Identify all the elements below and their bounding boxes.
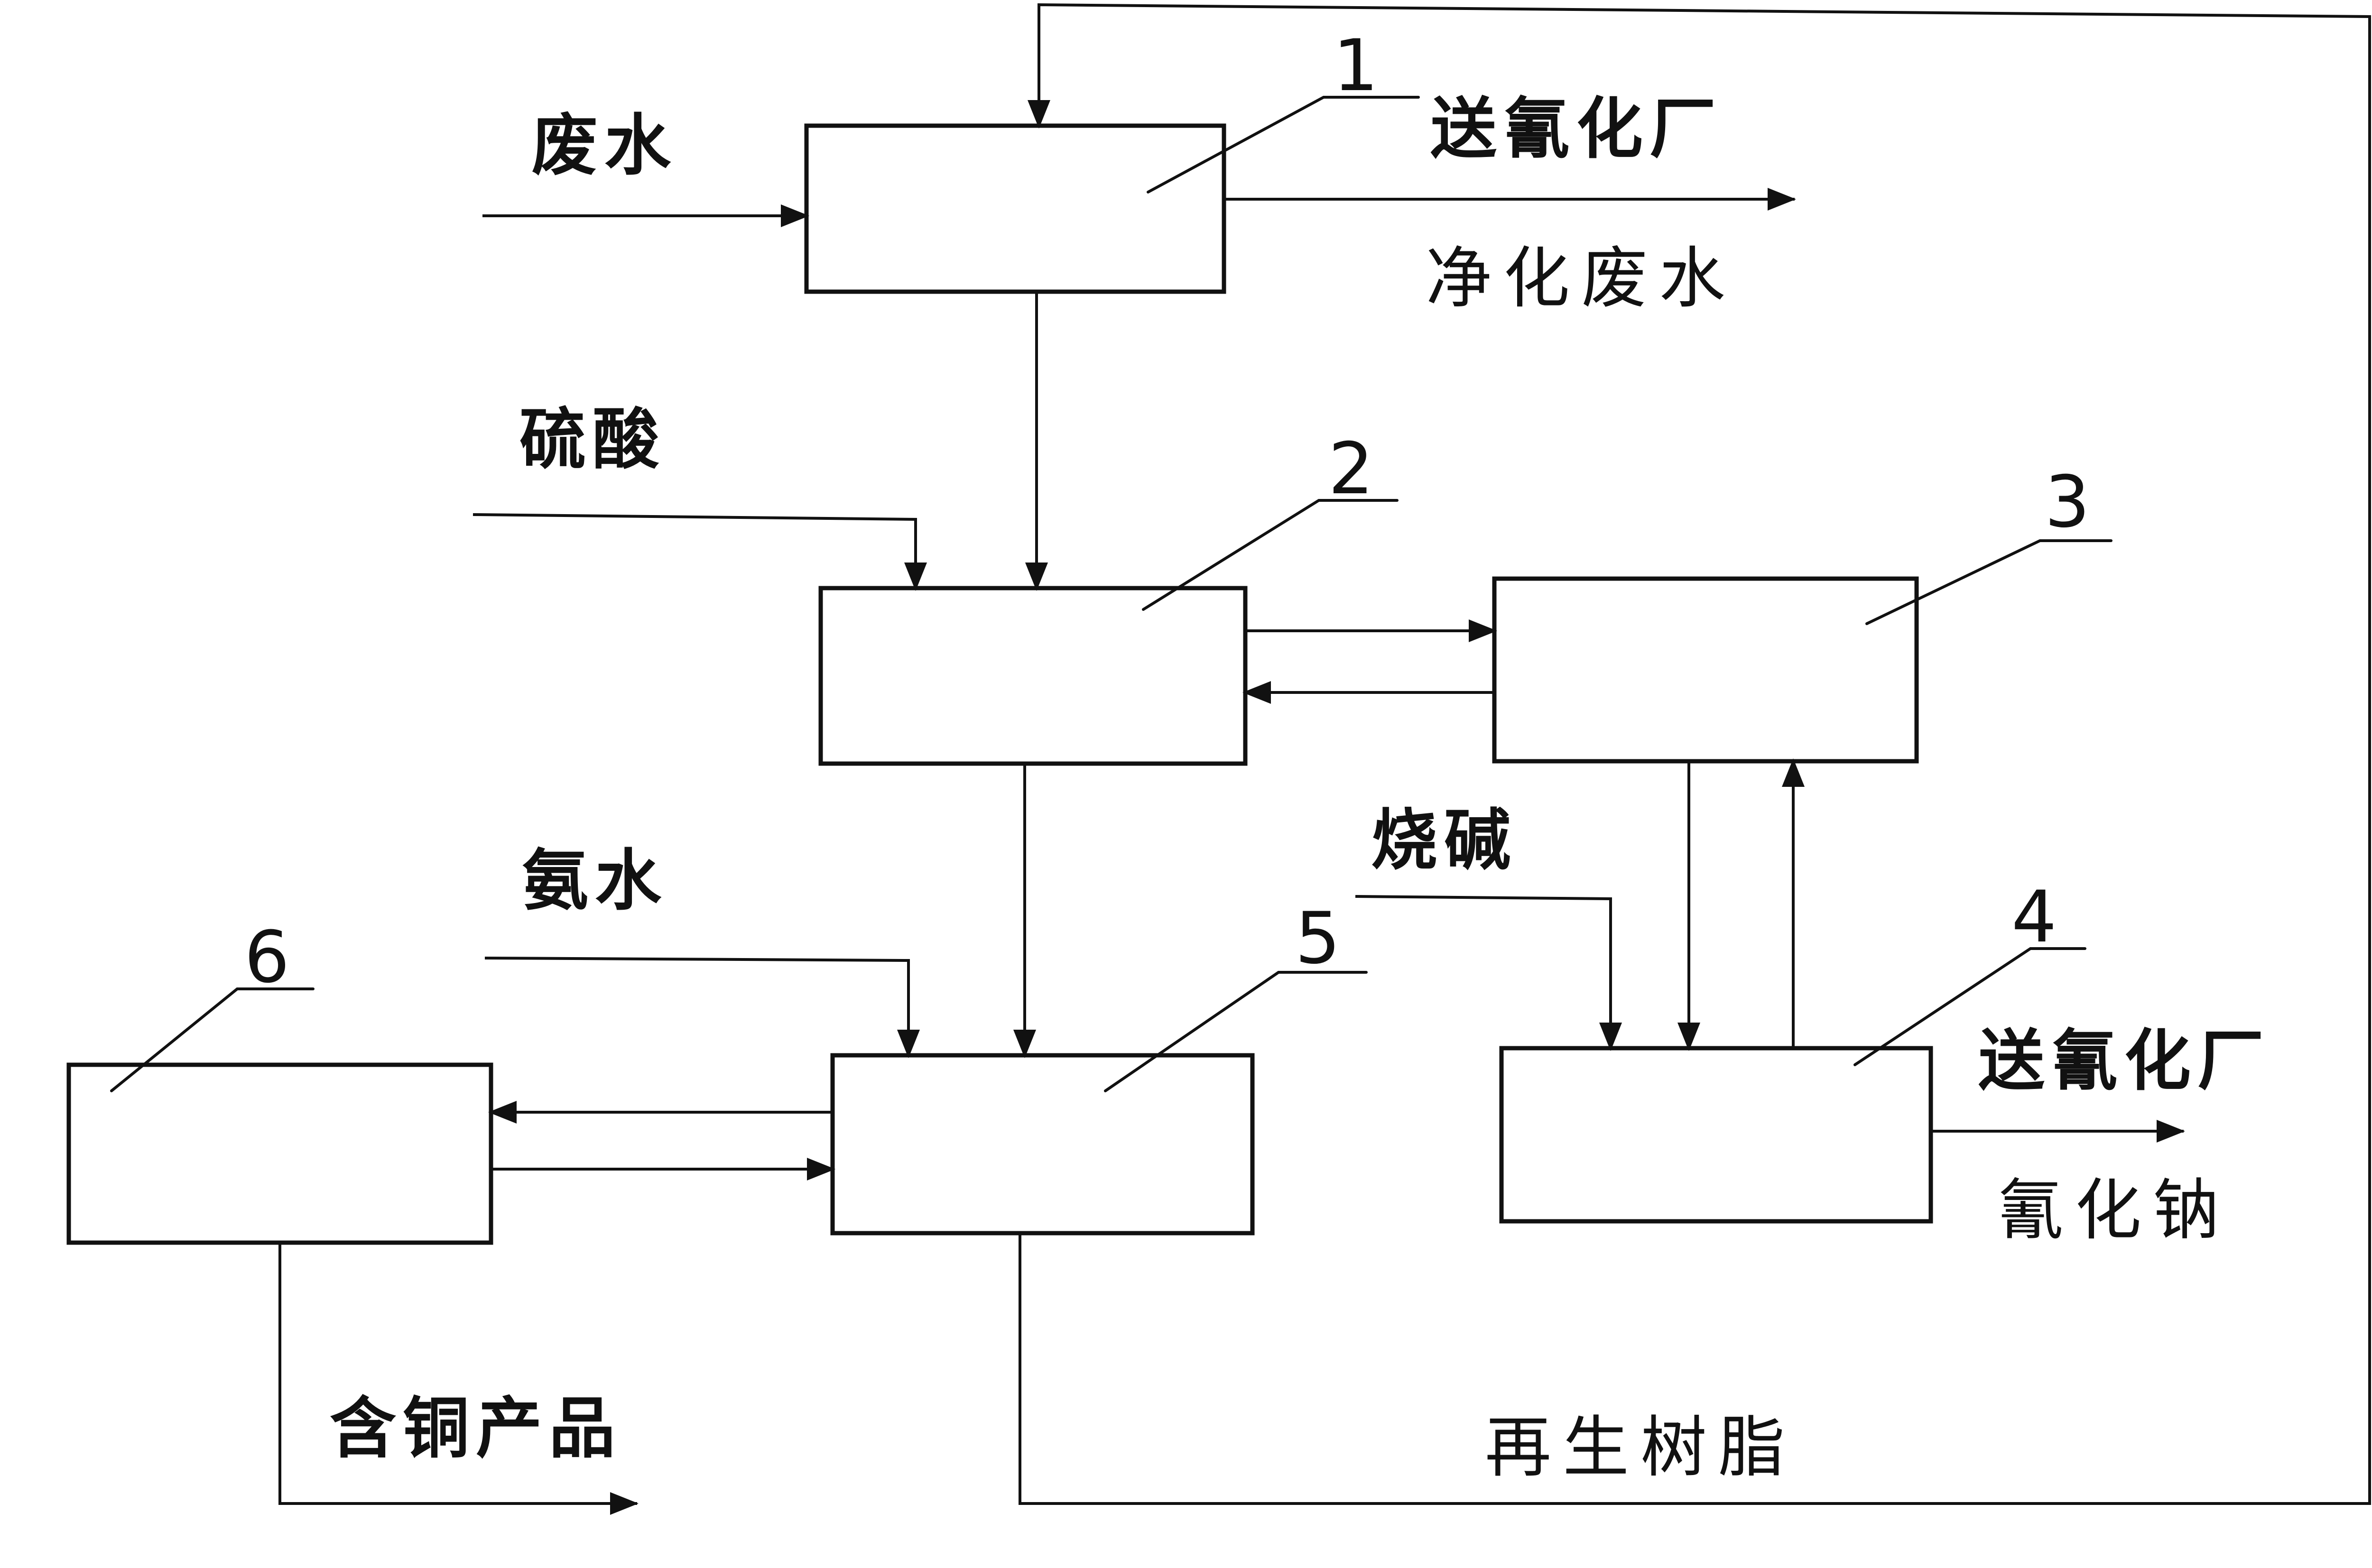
ammonia-water-arrow xyxy=(484,956,920,1058)
unit-6-number: 6 xyxy=(244,916,289,999)
wastewater-label: 废水 xyxy=(531,107,677,184)
unit-6-leader xyxy=(110,987,315,1092)
unit-2-number: 2 xyxy=(1328,428,1373,510)
unit-3-leader xyxy=(1865,539,2113,625)
unit-4-leader xyxy=(1853,947,2086,1066)
regenerated-resin-loop xyxy=(1019,3,2371,1505)
regenerated-resin-label: 再生树脂 xyxy=(1485,1409,1796,1486)
sodium-cyanide-label: 氰化钠 xyxy=(1997,1172,2231,1249)
unit-3-box xyxy=(1492,576,1919,764)
sulfuric-acid-label: 硫酸 xyxy=(519,401,666,479)
unit-6-box xyxy=(66,1062,493,1245)
copper-product-label: 含铜产品 xyxy=(330,1390,622,1467)
unit-4-box xyxy=(1499,1046,1933,1224)
unit-3-number: 3 xyxy=(2045,461,2090,544)
ammonia-water-label: 氨水 xyxy=(522,842,668,920)
unit-5-number: 5 xyxy=(1295,897,1340,980)
unit-5-leader xyxy=(1104,971,1368,1092)
sulfuric-acid-arrow xyxy=(473,513,927,591)
caustic-soda-arrow xyxy=(1355,895,1622,1051)
unit-4-number: 4 xyxy=(2011,876,2057,959)
purified-wastewater-label: 净化废水 xyxy=(1426,240,1737,317)
unit-2-box xyxy=(818,586,1248,766)
to-cyanide-plant-right-label: 送氰化厂 xyxy=(1978,1023,2270,1100)
to-cyanide-plant-top-label: 送氰化厂 xyxy=(1430,91,1723,168)
unit-1-box xyxy=(804,123,1226,294)
unit-1-number: 1 xyxy=(1333,25,1378,107)
unit-1-leader xyxy=(1147,96,1420,194)
caustic-soda-label: 烧碱 xyxy=(1371,802,1517,879)
unit-5-box xyxy=(830,1053,1255,1236)
unit-2-leader xyxy=(1142,499,1399,611)
copper-product-arrow xyxy=(278,1241,639,1515)
